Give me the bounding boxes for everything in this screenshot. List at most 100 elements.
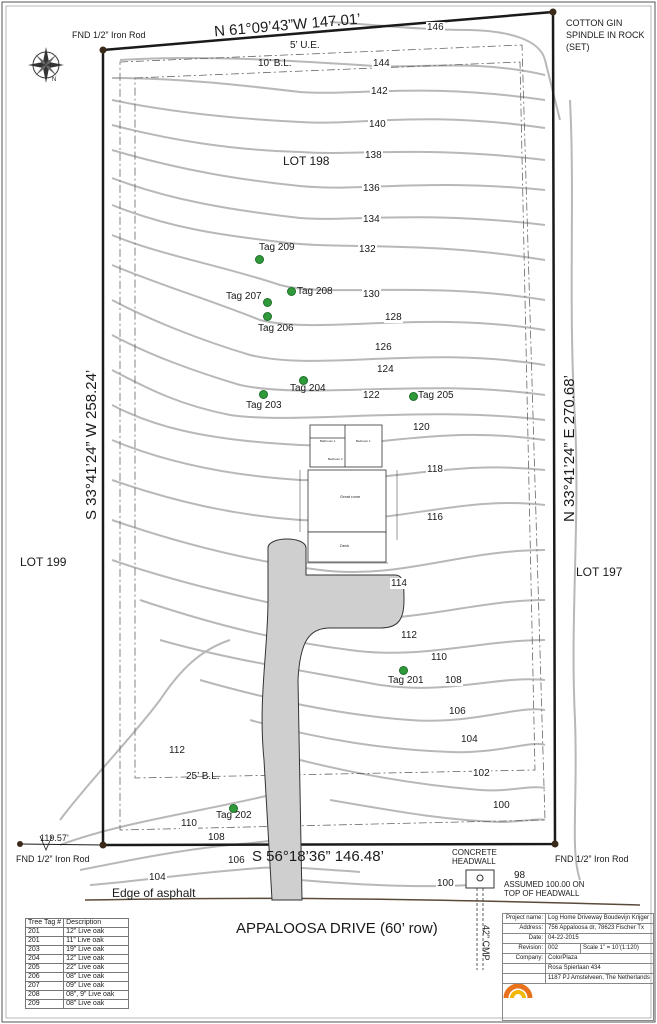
house-floorplan	[299, 424, 398, 564]
tree-marker[interactable]	[229, 804, 238, 813]
tree-tag-label: Tag 204	[290, 383, 326, 394]
contour-line	[89, 866, 361, 886]
contour-label: 120	[412, 422, 431, 433]
contour-label: 108	[444, 675, 463, 686]
tree-marker[interactable]	[299, 376, 308, 385]
table-row: Rosa Spierlaan 434	[502, 963, 654, 974]
tree-tag-label: Tag 207	[226, 291, 262, 302]
tree-tag-label: Tag 201	[388, 675, 424, 686]
contour-label: 104	[148, 872, 167, 883]
legend-cell: 201	[24, 936, 65, 946]
tree-marker[interactable]	[263, 312, 272, 321]
headwall-label-2: HEADWALL	[452, 857, 496, 866]
house-great-room	[307, 469, 387, 533]
legend-cell: 205	[24, 963, 65, 973]
title-value: Log Home Driveway Boudevijn Krijger	[545, 913, 654, 924]
contour-label: 126	[374, 342, 393, 353]
contour-line	[159, 639, 546, 689]
contour-label: 114	[390, 578, 408, 589]
contour-line	[59, 794, 271, 846]
legend-cell: 09” Live oak	[63, 981, 130, 991]
table-row	[502, 983, 654, 1021]
contour-line	[329, 799, 546, 824]
south-line-bearing: S 56°18’36” 146.48’	[252, 848, 384, 865]
title-value: 756 Appaloosa dr, 78623 Fischer Tx	[545, 923, 654, 934]
contour-label: 134	[362, 214, 381, 225]
tree-marker[interactable]	[287, 287, 296, 296]
tree-marker[interactable]	[263, 298, 272, 307]
elevation-98-label: 98	[514, 870, 526, 881]
contour-line	[111, 299, 546, 366]
ue-setback-line	[119, 44, 546, 831]
legend-cell: 208	[24, 990, 65, 1000]
headwall	[465, 869, 495, 889]
contour-label: 106	[227, 855, 246, 866]
title-value: Scale 1” = 10’(1:120)	[580, 943, 654, 954]
contour-label: 146	[426, 22, 445, 33]
lot-197-label: LOT 197	[576, 565, 623, 579]
legend-cell: 08” Live oak	[63, 972, 130, 982]
contour-label: 130	[362, 289, 381, 300]
house-deck	[307, 531, 387, 563]
contour-line	[199, 679, 546, 722]
legend-cell: 08”, 9” Live oak	[63, 990, 130, 1000]
sw-dimension-label: 119.57’	[40, 833, 69, 843]
contour-line	[111, 234, 546, 301]
culvert-icon	[476, 874, 484, 882]
tree-marker[interactable]	[399, 666, 408, 675]
contour-label: 124	[376, 364, 395, 375]
corner-marker-far-sw	[17, 841, 23, 847]
headwall-note-2: TOP OF HEADWALL	[504, 889, 580, 898]
legend-cell: 204	[24, 954, 65, 964]
tree-tag-label: Tag 203	[246, 400, 282, 411]
contour-label: 140	[368, 119, 387, 130]
contour-line	[111, 369, 546, 421]
bl-setback-top-label: 10’ B.L.	[258, 58, 292, 69]
room-label: Bedroom 1	[356, 439, 371, 443]
table-row: Company:ColorPlaza	[502, 953, 654, 964]
corner-marker-se	[551, 840, 559, 848]
road-label: APPALOOSA DRIVE (60’ row)	[236, 920, 438, 937]
ue-setback-label: 5’ U.E.	[290, 40, 320, 51]
contour-label: 108	[207, 832, 226, 843]
contour-label: 106	[448, 706, 467, 717]
headwall-label-1: CONCRETE	[452, 848, 497, 857]
legend-cell: 209	[24, 999, 65, 1009]
legend-header-row: Tree Tag # Description	[24, 918, 130, 928]
contour-line	[79, 839, 276, 871]
sw-dimension-line	[19, 843, 104, 846]
contour-line	[111, 204, 546, 261]
asphalt-edge-label: Edge of asphalt	[112, 886, 196, 900]
table-row: Date:04-22-2015	[502, 933, 654, 944]
contour-line	[139, 599, 546, 654]
west-line-bearing: S 33°41’24” W 258.24’	[83, 369, 100, 520]
contour-label: 104	[460, 734, 479, 745]
lot-199-label: LOT 199	[20, 555, 67, 569]
tree-marker[interactable]	[259, 390, 268, 399]
tree-tag-label: Tag 206	[258, 323, 294, 334]
compass-rose-icon	[28, 47, 64, 83]
contour-label: 110	[430, 652, 448, 663]
corner-ne-label-1: COTTON GIN	[566, 18, 623, 28]
corner-sw-label: FND 1/2” Iron Rod	[16, 854, 90, 864]
legend-cell: 201	[24, 927, 65, 937]
tree-marker[interactable]	[255, 255, 264, 264]
title-key: Address:	[502, 923, 546, 934]
tree-marker[interactable]	[409, 392, 418, 401]
table-row: Project name:Log Home Driveway Boudevijn…	[502, 913, 654, 924]
contour-label: 128	[384, 312, 403, 323]
contour-label: 132	[358, 244, 377, 255]
room-label: Deck	[340, 543, 350, 548]
legend-cell: 12” Live oak	[63, 954, 130, 964]
house-bedrooms-block	[309, 424, 383, 468]
contour-label: 144	[372, 58, 391, 69]
contour-line	[111, 439, 546, 482]
legend-cell: 08” Live oak	[63, 999, 130, 1009]
contour-line	[111, 479, 546, 522]
